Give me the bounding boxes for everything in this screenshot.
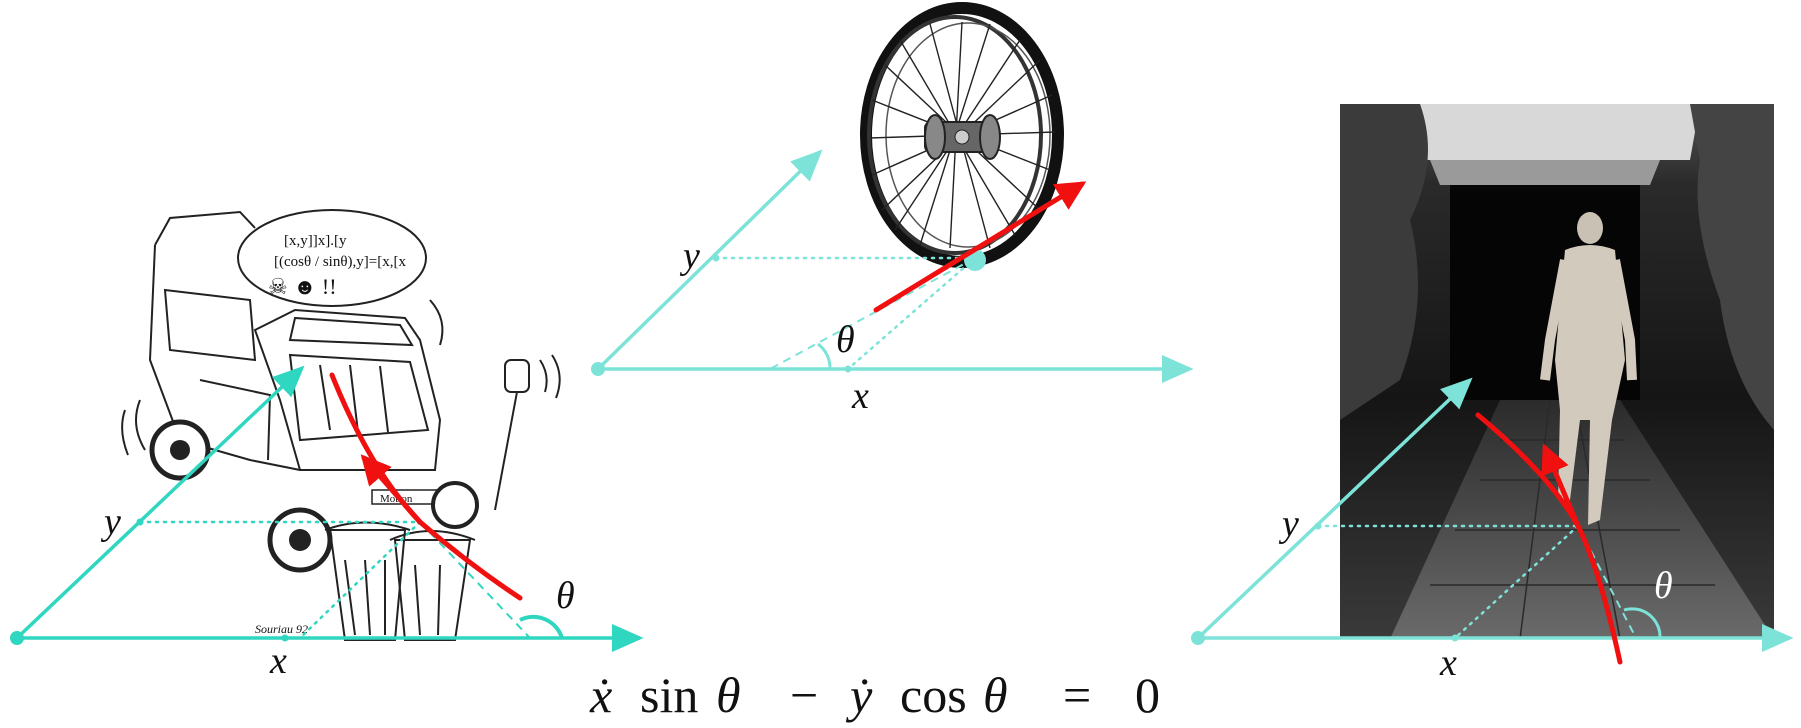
walking-person-photo-icon	[1340, 104, 1774, 640]
y-axis	[1196, 377, 1473, 640]
label-theta: θ	[556, 575, 575, 617]
theta-arc	[817, 342, 832, 370]
car-sketch-icon: [x,y]]x].[y [(cosθ / sinθ),y]=[x,[x ☠ ☻ …	[121, 209, 561, 641]
velocity-arrow	[873, 181, 1087, 313]
eq-theta-1: θ	[716, 667, 741, 723]
eq-cos: cos	[900, 667, 967, 723]
walker-panel: y x θ	[1191, 104, 1794, 684]
y-axis	[15, 365, 305, 640]
x-projection-line	[298, 520, 422, 640]
label-x: x	[269, 640, 287, 682]
label-theta: θ	[836, 319, 855, 361]
y-axis	[596, 149, 823, 371]
origin-dot	[10, 631, 24, 645]
theta-arc	[519, 614, 564, 639]
heading-reference-line	[769, 257, 976, 370]
wheel-panel: y x θ	[591, 2, 1194, 417]
label-y: y	[679, 235, 700, 277]
bubble-text-2: [(cosθ / sinθ),y]=[x,[x	[274, 254, 406, 270]
eq-theta-2: θ	[983, 667, 1008, 723]
label-y: y	[100, 501, 121, 543]
eq-equals: =	[1063, 667, 1091, 723]
label-x: x	[851, 375, 869, 417]
label-theta: θ	[1654, 565, 1673, 607]
origin-dot	[591, 362, 605, 376]
signature-text: Souriau 92	[255, 622, 308, 636]
constraint-equation: ẋ sin θ − ẏ cos θ = 0	[589, 667, 1160, 723]
label-y: y	[1278, 503, 1299, 545]
eq-ydot: ẏ	[845, 667, 873, 723]
bicycle-wheel-icon	[860, 2, 1064, 268]
eq-xdot: ẋ	[589, 667, 612, 723]
eq-minus: −	[790, 667, 818, 723]
origin-dot	[1191, 631, 1205, 645]
heading-reference-line	[419, 521, 531, 639]
trajectory-curve	[329, 372, 523, 601]
velocity-arrow	[360, 454, 423, 525]
x-projection-line	[846, 256, 977, 371]
x-projection-line	[1453, 524, 1580, 640]
bubble-symbols: ☠ ☻ !!	[268, 274, 337, 299]
eq-zero: 0	[1135, 667, 1160, 723]
car-panel: [x,y]]x].[y [(cosθ / sinθ),y]=[x,[x ☠ ☻ …	[10, 209, 644, 682]
eq-sin: sin	[640, 667, 698, 723]
velocity-arrow	[1540, 443, 1581, 529]
label-x: x	[1439, 642, 1457, 684]
theta-arc	[1623, 607, 1662, 639]
bubble-text-1: [x,y]]x].[y	[284, 233, 347, 249]
